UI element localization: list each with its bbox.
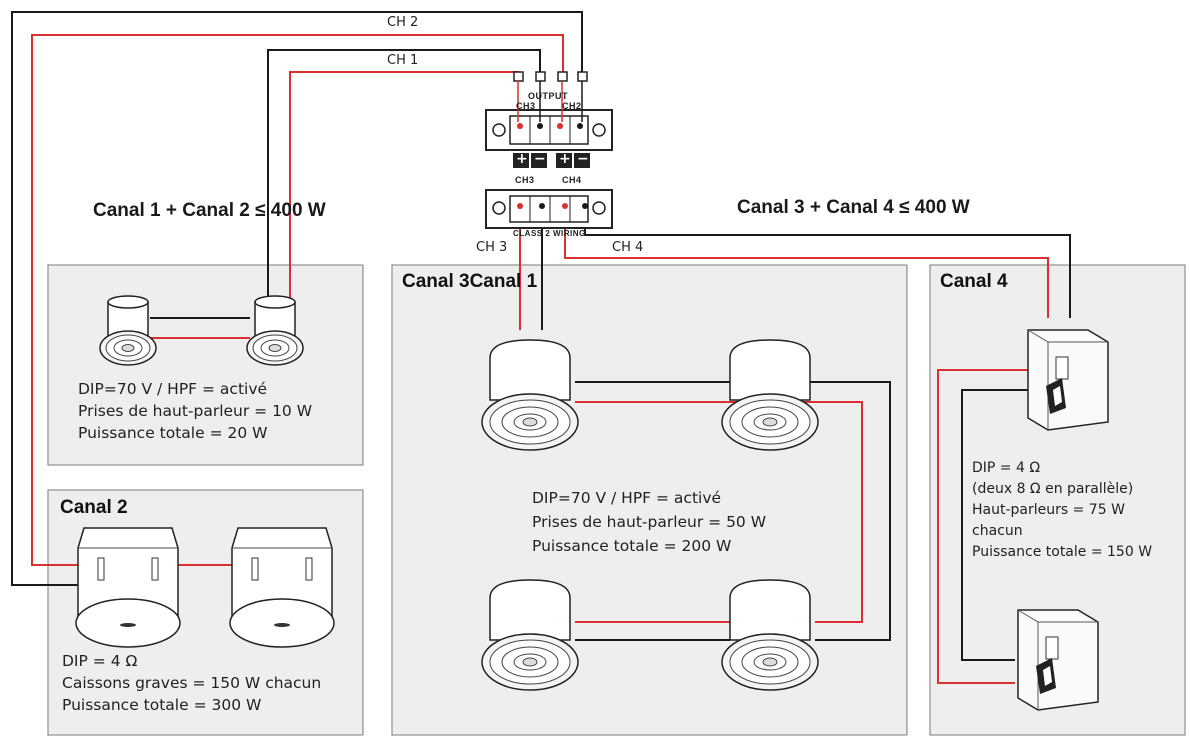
amp-output-label: OUTPUT (528, 91, 568, 101)
wire-ch2-black (11, 11, 583, 586)
spec-line: Caissons graves = 150 W chacun (62, 674, 322, 692)
spec-line: DIP=70 V / HPF = activé (532, 489, 722, 507)
ceiling-speaker-canal3-d (721, 579, 819, 691)
polarity-plus-2: + (559, 151, 571, 167)
ceiling-speaker-canal3-c (481, 579, 579, 691)
wire-label-ch3: CH 3 (476, 240, 508, 255)
wire-ch4-red (564, 218, 1049, 318)
spec-line: Prises de haut-parleur = 10 W (78, 402, 313, 420)
zone-specs-canal4: DIP = 4 Ω (deux 8 Ω en parallèle) Haut-p… (972, 458, 1152, 563)
spec-line: DIP=70 V / HPF = activé (78, 380, 268, 398)
spec-line: Puissance totale = 200 W (532, 537, 732, 555)
spec-line: Puissance totale = 300 W (62, 696, 262, 714)
spec-line: (deux 8 Ω en parallèle) (972, 481, 1134, 497)
zone-title-canal3: Canal 3Canal 1 (402, 271, 538, 292)
ceiling-speaker-canal3-a (481, 339, 579, 451)
amp-ch-top-left: CH3 (516, 101, 536, 111)
zone-specs-canal2: DIP = 4 Ω Caissons graves = 150 W chacun… (62, 650, 321, 716)
box-speaker-canal4-a (1027, 329, 1109, 431)
amp-ch-bottom-right: CH4 (562, 175, 582, 185)
ceiling-speaker-canal3-b (721, 339, 819, 451)
zone-specs-canal3: DIP=70 V / HPF = activé Prises de haut-p… (532, 486, 766, 558)
polarity-badges (513, 153, 590, 168)
amp-class-label: CLASS 2 WIRING (513, 229, 586, 238)
zone-box-canal3 (391, 264, 908, 736)
polarity-plus-1: + (516, 151, 528, 167)
spec-line: Puissance totale = 20 W (78, 424, 268, 442)
ceiling-speaker-canal1-a (99, 295, 157, 366)
polarity-minus-2: − (577, 151, 589, 167)
heading-right-power-limit: Canal 3 + Canal 4 ≤ 400 W (737, 197, 970, 218)
wire-label-ch2: CH 2 (387, 15, 419, 30)
zone-specs-canal1: DIP=70 V / HPF = activé Prises de haut-p… (78, 378, 312, 444)
subwoofer-canal2-b (229, 527, 335, 648)
heading-left-power-limit: Canal 1 + Canal 2 ≤ 400 W (93, 200, 326, 221)
amp-ch-bottom-left: CH3 (515, 175, 535, 185)
ceiling-speaker-canal1-b (246, 295, 304, 366)
wire-ch1-black (267, 49, 541, 300)
amp-ch-top-right: CH2 (562, 101, 582, 111)
wire-label-ch4: CH 4 (612, 240, 644, 255)
spec-line: DIP = 4 Ω (972, 460, 1041, 476)
spec-line: chacun (972, 523, 1023, 539)
zone-title-canal2: Canal 2 (60, 497, 128, 518)
zone-title-canal4: Canal 4 (940, 271, 1008, 292)
wire-label-ch1: CH 1 (387, 53, 419, 68)
amp-output-connector-bottom (485, 189, 613, 229)
spec-line: Haut-parleurs = 75 W (972, 502, 1125, 518)
box-speaker-canal4-b (1017, 609, 1099, 711)
zone-box-canal1 (47, 264, 364, 466)
subwoofer-canal2-a (75, 527, 181, 648)
spec-line: Prises de haut-parleur = 50 W (532, 513, 767, 531)
amp-output-connector-top (485, 109, 613, 151)
spec-line: DIP = 4 Ω (62, 652, 138, 670)
polarity-minus-1: − (534, 151, 546, 167)
spec-line: Puissance totale = 150 W (972, 544, 1153, 560)
wire-ch2-red (31, 34, 564, 566)
